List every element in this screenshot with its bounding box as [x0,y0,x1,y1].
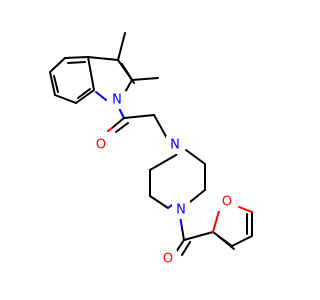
indole-n-label: N [112,93,122,108]
amide-linker [175,215,214,256]
furan-o-label: O [222,195,232,210]
amide-o-label: O [163,252,173,267]
atom-piperazine-n4: N [172,201,190,219]
acyl-linker [107,105,169,141]
molecule-canvas: N O N N O O [49,32,253,268]
indole-pyrrole-ring [87,56,135,101]
ketone-o-label: O [96,138,106,153]
atom-furan-o: O [218,193,236,211]
methyl-2-bond [131,77,159,81]
atom-amide-o: O [159,250,177,268]
molecule-structure: N O N N O O [49,32,253,268]
piperazine-n4-label: N [176,203,186,218]
atom-ketone-o: O [92,136,110,154]
piperazine-ring [149,147,206,209]
piperazine-n1-label: N [170,138,180,153]
methyl-3-bond [117,32,126,61]
indole-benzene-ring [49,56,95,104]
furan-ring [212,206,253,250]
atom-piperazine-n1: N [166,136,184,154]
atom-indole-n: N [108,91,126,109]
